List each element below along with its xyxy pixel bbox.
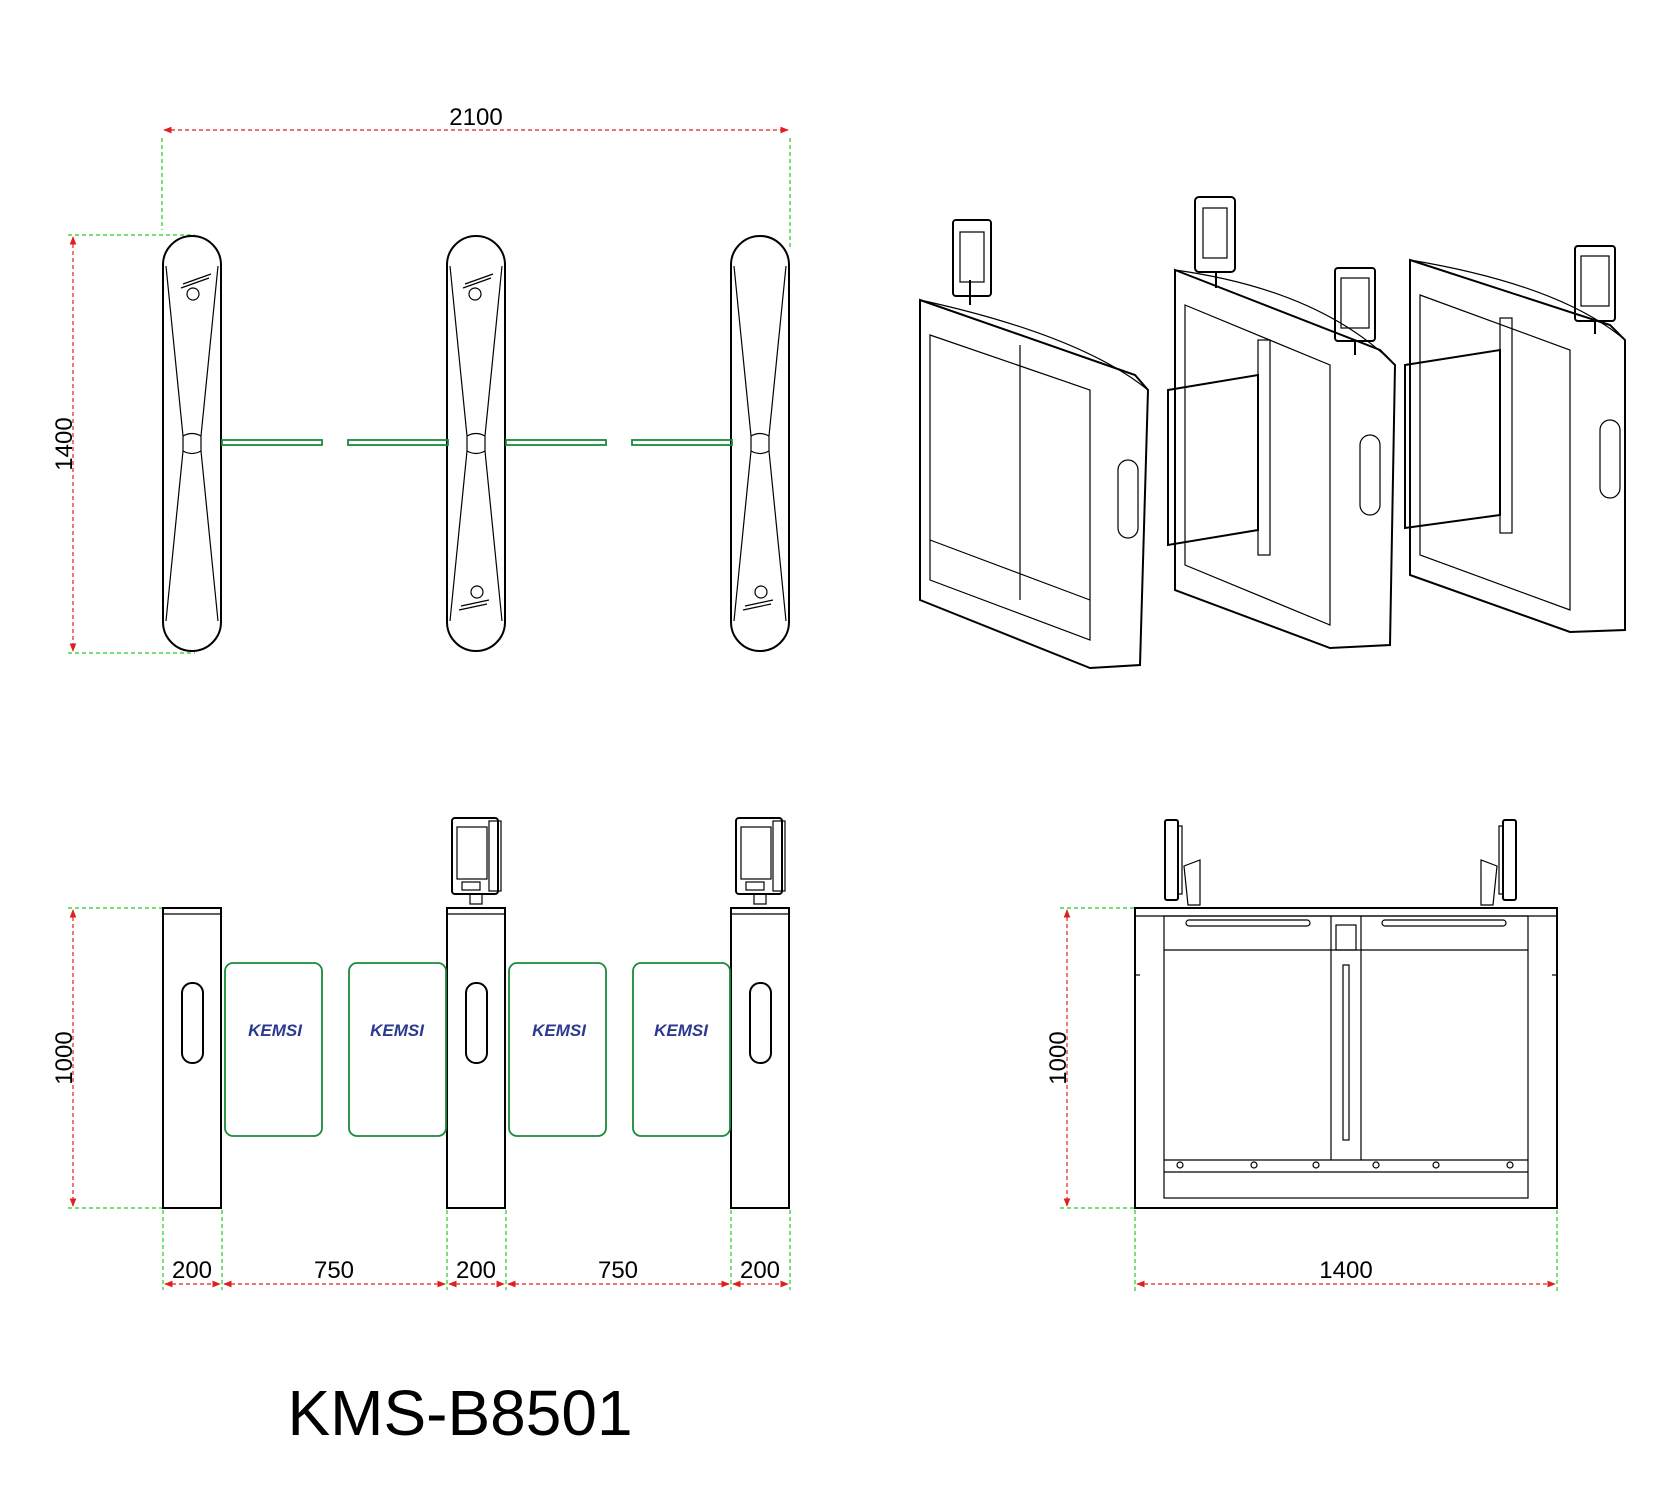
- cabinet-side: [1134, 907, 1558, 1209]
- pillar-middle-top: [446, 235, 506, 652]
- cabinet-3d-right: [1404, 245, 1626, 634]
- wing-flaps-top: [221, 439, 733, 446]
- cabinet-3d-middle: [1167, 196, 1397, 650]
- front-view: 1000 KEMSI KEMSI KEMSI KEMSI 200: [51, 817, 791, 1290]
- cabinet-front-right: [730, 907, 790, 1209]
- front-bottom-dimensions: 200 750 200 750 200: [162, 1210, 791, 1290]
- brand-logo: KEMSI: [248, 1021, 303, 1040]
- cabinet-front-middle: [446, 907, 506, 1209]
- wing-panel-3: KEMSI: [508, 962, 607, 1137]
- brand-logo: KEMSI: [654, 1021, 709, 1040]
- pillar-right-top: [730, 235, 790, 652]
- face-terminal-side-right: [1480, 819, 1517, 906]
- top-width-label: 2100: [449, 104, 502, 131]
- card-reader-icon: [462, 273, 494, 301]
- cabinet-width-label-3: 200: [740, 1257, 780, 1284]
- brand-logo: KEMSI: [370, 1021, 425, 1040]
- face-terminal-middle: [451, 817, 502, 905]
- card-reader-icon: [742, 585, 774, 611]
- cabinet-3d-left: [919, 219, 1150, 670]
- cabinet-front-left: [162, 907, 222, 1209]
- lane-width-label-1: 750: [314, 1257, 354, 1284]
- card-reader-icon: [180, 273, 212, 301]
- model-title: KMS-B8501: [287, 1377, 632, 1449]
- top-view: 2100 1400: [51, 104, 791, 654]
- wing-panel-4: KEMSI: [632, 962, 731, 1137]
- top-depth-label: 1400: [51, 417, 78, 470]
- perspective-view: [919, 196, 1626, 670]
- side-length-label: 1400: [1319, 1257, 1372, 1284]
- cabinet-width-label-1: 200: [172, 1257, 212, 1284]
- brand-logo: KEMSI: [532, 1021, 587, 1040]
- wing-panel-2: KEMSI: [348, 962, 447, 1137]
- wing-panel-1: KEMSI: [224, 962, 323, 1137]
- side-view: 1000: [1045, 819, 1558, 1292]
- pillar-left-top: [162, 235, 222, 652]
- card-reader-icon: [458, 585, 490, 611]
- face-terminal-side-left: [1164, 819, 1201, 906]
- front-height-label: 1000: [51, 1031, 78, 1084]
- face-terminal-right: [735, 817, 786, 905]
- lane-width-label-2: 750: [598, 1257, 638, 1284]
- side-height-label: 1000: [1045, 1031, 1072, 1084]
- cabinet-width-label-2: 200: [456, 1257, 496, 1284]
